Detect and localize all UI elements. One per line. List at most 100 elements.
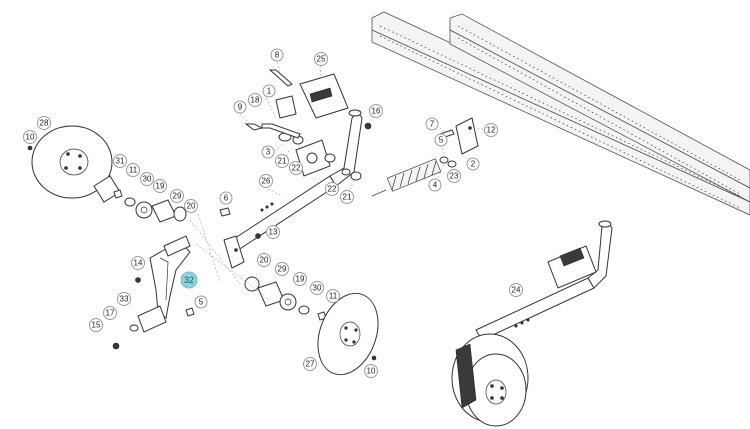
callout-27[interactable]: 27: [303, 357, 317, 371]
callout-19-left[interactable]: 19: [153, 179, 167, 193]
svg-text:19: 19: [296, 275, 305, 284]
svg-text:30: 30: [143, 175, 152, 184]
svg-text:22: 22: [292, 164, 301, 173]
svg-text:11: 11: [329, 292, 338, 301]
callout-17[interactable]: 17: [103, 306, 117, 320]
svg-text:4: 4: [433, 181, 438, 190]
svg-text:22: 22: [328, 185, 337, 194]
svg-text:20: 20: [260, 256, 269, 265]
svg-text:28: 28: [40, 119, 49, 128]
callout-33[interactable]: 33: [117, 292, 131, 306]
svg-text:7: 7: [430, 120, 435, 129]
callout-32[interactable]: 32: [180, 271, 198, 289]
callout-6[interactable]: 6: [219, 191, 233, 205]
svg-text:30: 30: [313, 284, 322, 293]
svg-text:12: 12: [487, 126, 496, 135]
callout-9[interactable]: 9: [233, 100, 247, 114]
callout-31[interactable]: 31: [113, 154, 127, 168]
callout-5-lower[interactable]: 5: [194, 295, 208, 309]
callout-18[interactable]: 18: [248, 93, 262, 107]
callout-22-upper[interactable]: 22: [289, 161, 303, 175]
svg-text:21: 21: [278, 157, 287, 166]
pivot-bracket: [295, 139, 331, 177]
callout-20-left[interactable]: 20: [184, 199, 198, 213]
callout-7[interactable]: 7: [425, 117, 439, 131]
hinge-bushings: [278, 132, 362, 181]
bolt-11a: [113, 189, 123, 199]
frame-arm: [223, 109, 363, 269]
callout-15[interactable]: 15: [89, 318, 103, 332]
callout-20-right[interactable]: 20: [257, 253, 271, 267]
washer-4: [439, 156, 449, 164]
callout-13[interactable]: 13: [266, 225, 280, 239]
callout-8[interactable]: 8: [270, 48, 284, 62]
svg-text:10: 10: [26, 133, 35, 142]
bolt-6: [219, 207, 231, 217]
svg-text:31: 31: [116, 157, 125, 166]
callout-21-lower[interactable]: 21: [340, 190, 354, 204]
svg-text:33: 33: [120, 295, 129, 304]
callout-4[interactable]: 4: [428, 178, 442, 192]
washer-30a: [124, 197, 136, 207]
svg-text:32: 32: [184, 275, 194, 285]
callout-16[interactable]: 16: [369, 104, 383, 118]
bolt-9: [244, 123, 264, 131]
callout-2[interactable]: 2: [466, 157, 480, 171]
callout-24[interactable]: 24: [509, 283, 523, 297]
top-clamp-25: [299, 73, 349, 119]
svg-text:18: 18: [251, 96, 260, 105]
bearing-19a: [135, 201, 153, 219]
assembled-row-unit-24: [451, 220, 613, 427]
callout-25[interactable]: 25: [314, 52, 328, 66]
nut-15: [112, 342, 120, 350]
nut-23: [447, 160, 457, 168]
callout-23[interactable]: 23: [447, 169, 461, 183]
washer-17: [129, 324, 139, 332]
bolt-5b: [185, 307, 195, 317]
callout-19-right[interactable]: 19: [293, 272, 307, 286]
callout-14[interactable]: 14: [131, 256, 145, 270]
callout-30-right[interactable]: 30: [310, 281, 324, 295]
bolt-10a: [27, 145, 33, 151]
bolt-10b: [371, 355, 377, 361]
callout-11-right[interactable]: 11: [326, 289, 340, 303]
bearing-19b: [279, 293, 297, 311]
callout-29-right[interactable]: 29: [275, 262, 289, 276]
nut-16: [364, 122, 372, 130]
callout-28[interactable]: 28: [37, 116, 51, 130]
callout-1[interactable]: 1: [262, 84, 276, 98]
seal-20a: [173, 206, 187, 222]
svg-text:8: 8: [275, 51, 280, 60]
callout-10-right[interactable]: 10: [364, 364, 378, 378]
callout-21-upper[interactable]: 21: [275, 154, 289, 168]
washer-30b: [298, 305, 310, 315]
nut-14: [135, 277, 141, 283]
callout-10-left[interactable]: 10: [23, 130, 37, 144]
svg-text:13: 13: [269, 228, 278, 237]
small-bracket-18: [275, 95, 297, 119]
svg-text:10: 10: [367, 367, 376, 376]
svg-text:24: 24: [512, 286, 521, 295]
bolt-8: [268, 69, 293, 87]
beam-hatching: [379, 25, 741, 209]
plate-33: [137, 305, 167, 333]
right-disc-27: [317, 292, 379, 376]
callout-26[interactable]: 26: [259, 174, 273, 188]
callout-3[interactable]: 3: [261, 145, 275, 159]
callout-29-left[interactable]: 29: [170, 189, 184, 203]
svg-text:16: 16: [372, 107, 381, 116]
callout-22-lower[interactable]: 22: [325, 182, 339, 196]
callout-11-left[interactable]: 11: [126, 163, 140, 177]
nut-13: [255, 233, 261, 239]
svg-text:3: 3: [266, 148, 271, 157]
callout-5-upper[interactable]: 5: [434, 133, 448, 147]
callout-30-left[interactable]: 30: [140, 172, 154, 186]
callout-12[interactable]: 12: [484, 123, 498, 137]
toolbar-beam-rear: [371, 11, 750, 216]
svg-text:14: 14: [134, 259, 143, 268]
left-disc-28: [31, 125, 113, 199]
svg-text:27: 27: [306, 360, 315, 369]
spring-2: [371, 158, 442, 197]
svg-text:5: 5: [439, 136, 444, 145]
